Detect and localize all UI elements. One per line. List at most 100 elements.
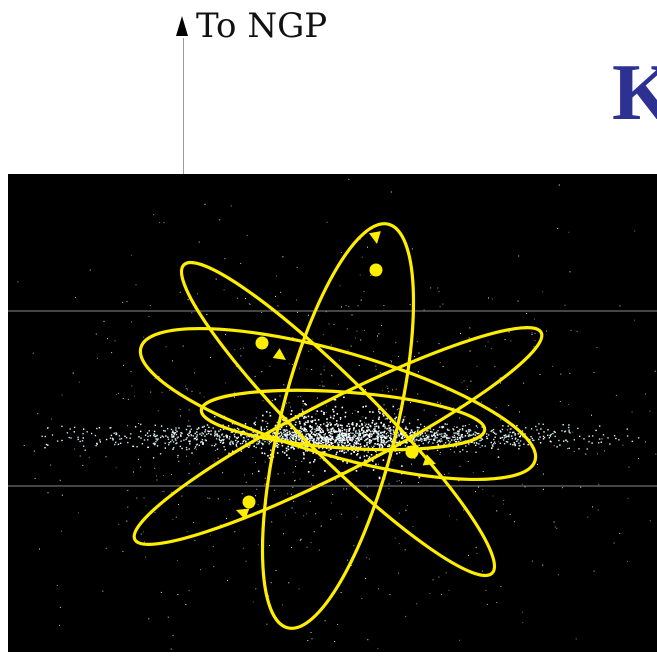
disk-star — [390, 429, 392, 432]
bulge-star — [392, 426, 395, 428]
bulge-star — [345, 444, 348, 447]
bulge-star — [339, 439, 342, 442]
disk-star — [326, 428, 329, 430]
bulge-star — [320, 440, 322, 442]
disk-star — [373, 428, 375, 430]
bulge-star — [318, 429, 321, 431]
disk-star — [289, 439, 291, 441]
bulge-star — [317, 429, 320, 431]
halo-star — [523, 382, 525, 384]
halo-star — [123, 364, 125, 366]
bulge-star — [313, 439, 315, 441]
disk-star — [256, 443, 258, 445]
bulge-star — [367, 426, 369, 429]
halo-star — [248, 303, 250, 305]
halo-star — [323, 385, 325, 387]
halo-star — [580, 486, 582, 488]
bulge-star — [306, 437, 309, 439]
disk-star — [282, 429, 285, 431]
halo-star — [309, 501, 311, 503]
bulge-star — [324, 470, 326, 472]
disk-star — [474, 434, 477, 436]
disk-star — [149, 435, 152, 437]
disk-star — [362, 432, 364, 434]
disk-star — [330, 437, 332, 439]
bulge-star — [387, 445, 389, 448]
disk-star — [382, 446, 384, 448]
disk-star — [457, 438, 459, 441]
halo-star — [158, 376, 160, 378]
bulge-star — [325, 439, 327, 441]
disk-star — [543, 431, 545, 433]
bulge-star — [279, 435, 281, 438]
disk-star — [157, 438, 159, 440]
halo-star — [378, 588, 380, 590]
disk-star — [170, 428, 173, 431]
halo-star — [281, 604, 283, 606]
bulge-star — [333, 414, 335, 417]
bulge-star — [355, 446, 357, 448]
disk-star — [234, 432, 237, 434]
disk-star — [347, 441, 349, 444]
bulge-star — [363, 455, 366, 458]
disk-star — [254, 433, 256, 436]
bulge-star — [330, 430, 333, 433]
halo-star — [310, 349, 312, 351]
halo-star — [478, 486, 480, 488]
halo-star — [74, 448, 76, 450]
disk-star — [579, 435, 581, 437]
disk-star — [591, 442, 593, 444]
disk-star — [219, 439, 221, 442]
halo-star — [500, 382, 501, 384]
bulge-star — [322, 431, 324, 433]
halo-star — [318, 549, 320, 551]
bulge-star — [342, 460, 344, 463]
disk-star — [178, 427, 180, 429]
disk-star — [82, 445, 85, 447]
halo-star — [302, 405, 304, 407]
halo-star — [127, 398, 129, 400]
halo-star — [200, 569, 201, 571]
halo-star — [322, 334, 324, 336]
bulge-star — [365, 438, 367, 441]
disk-star — [206, 424, 209, 426]
halo-star — [567, 448, 569, 450]
halo-star — [181, 495, 183, 497]
bulge-star — [375, 431, 378, 433]
halo-star — [488, 297, 489, 299]
disk-star — [462, 449, 464, 451]
disk-star — [341, 441, 344, 443]
halo-star — [331, 375, 333, 377]
disk-star — [326, 429, 329, 432]
disk-star — [505, 436, 507, 438]
halo-star — [194, 372, 195, 374]
disk-star — [461, 429, 464, 431]
disk-star — [338, 427, 340, 430]
bulge-star — [370, 454, 373, 456]
disk-star — [153, 443, 156, 446]
bulge-star — [310, 426, 312, 428]
bulge-star — [293, 448, 295, 450]
disk-star — [127, 441, 129, 444]
disk-star — [353, 443, 355, 446]
bulge-star — [402, 418, 405, 421]
disk-star — [468, 443, 470, 445]
disk-star — [385, 433, 388, 435]
disk-star — [236, 437, 238, 440]
disk-star — [245, 442, 247, 444]
bulge-star — [317, 443, 319, 445]
disk-star — [475, 432, 478, 434]
halo-star — [390, 360, 392, 361]
bulge-star — [294, 431, 296, 434]
disk-star — [353, 436, 355, 438]
halo-star — [330, 344, 332, 346]
disk-star — [228, 452, 230, 454]
disk-star — [387, 440, 390, 442]
bulge-star — [341, 434, 343, 436]
bulge-star — [313, 438, 315, 440]
disk-star — [113, 432, 115, 434]
bulge-star — [357, 450, 359, 452]
halo-star — [411, 248, 413, 250]
bulge-star — [253, 422, 256, 425]
disk-star — [456, 436, 459, 439]
